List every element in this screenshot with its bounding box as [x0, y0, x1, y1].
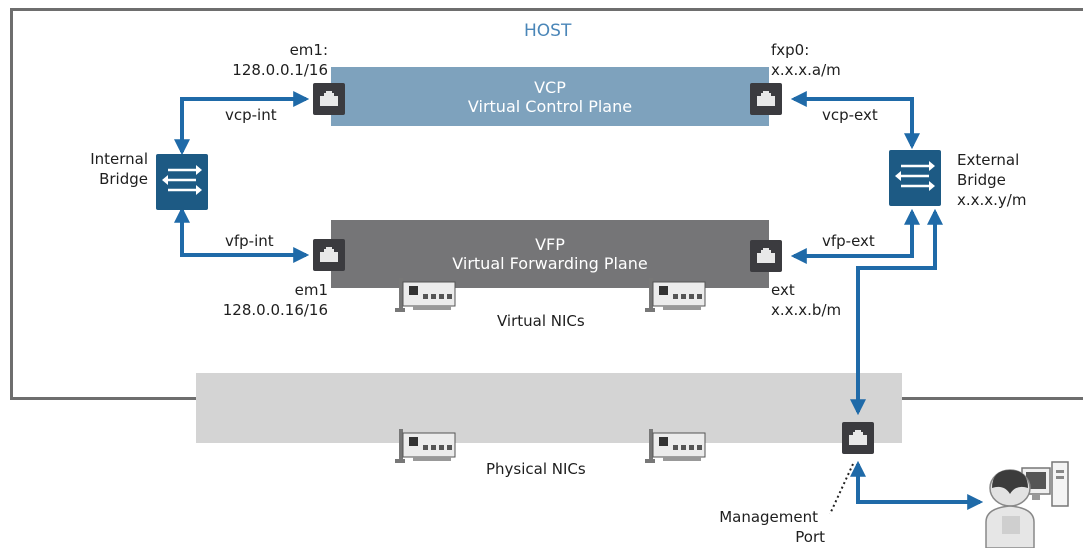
- vcp-em1-port: [313, 83, 345, 115]
- physical-nic-band: [196, 373, 902, 443]
- vfp-em1-name: em1: [294, 281, 328, 299]
- external-bridge: [889, 150, 941, 206]
- vfp-plane: VFP Virtual Forwarding Plane: [331, 220, 769, 288]
- vcp-ext-link: [790, 91, 920, 150]
- management-port-label-2: Port: [795, 528, 825, 546]
- user-workstation-icon: [985, 461, 1069, 548]
- vcp-fxp0-ip: x.x.x.a/m: [771, 61, 841, 79]
- virtual-nic-icon: [395, 278, 456, 312]
- physical-nics-label: Physical NICs: [486, 460, 586, 478]
- vcp-fxp0-name: fxp0:: [771, 41, 810, 59]
- ethernet-port-icon: [320, 247, 338, 262]
- vfp-title: VFP: [535, 235, 565, 254]
- management-port-label-1: Management: [719, 508, 818, 526]
- physical-nic-icon: [395, 429, 456, 463]
- physical-nic-icon: [645, 429, 706, 463]
- external-bridge-label-2: Bridge: [957, 171, 1006, 189]
- vfp-int-link: [174, 206, 310, 263]
- ethernet-port-icon: [320, 91, 338, 106]
- vfp-ext-label: vfp-ext: [822, 232, 875, 250]
- vcp-int-label: vcp-int: [225, 106, 277, 124]
- vcp-fxp0-port: [750, 83, 782, 115]
- management-port: [842, 422, 874, 454]
- switch-arrows-icon: [895, 161, 935, 191]
- mgmt-uplink: [850, 208, 943, 416]
- vfp-subtitle: Virtual Forwarding Plane: [452, 254, 648, 273]
- vcp-int-link: [174, 91, 310, 156]
- vfp-ext-port: [750, 240, 782, 272]
- internal-bridge-label-2: Bridge: [99, 170, 148, 188]
- ethernet-port-icon: [849, 430, 867, 445]
- vcp-plane: VCP Virtual Control Plane: [331, 67, 769, 126]
- ethernet-port-icon: [757, 248, 775, 263]
- vcp-ext-label: vcp-ext: [822, 106, 878, 124]
- vfp-em1-ip: 128.0.0.16/16: [222, 301, 328, 319]
- virtual-nics-label: Virtual NICs: [497, 312, 585, 330]
- vfp-ext-ip: x.x.x.b/m: [771, 301, 842, 319]
- mgmt-pointer: [829, 463, 854, 515]
- vfp-int-label: vfp-int: [225, 232, 274, 250]
- host-title: HOST: [524, 21, 572, 41]
- switch-arrows-icon: [162, 165, 202, 195]
- internal-bridge: [156, 154, 208, 210]
- vcp-em1-name: em1:: [289, 41, 328, 59]
- vcp-title: VCP: [534, 77, 566, 97]
- external-bridge-ip: x.x.x.y/m: [957, 191, 1027, 209]
- mgmt-user-link: [850, 460, 984, 510]
- internal-bridge-label-1: Internal: [90, 150, 148, 168]
- vfp-em1-port: [313, 239, 345, 271]
- external-bridge-label-1: External: [957, 151, 1020, 169]
- vcp-em1-ip: 128.0.0.1/16: [232, 61, 328, 79]
- vcp-subtitle: Virtual Control Plane: [467, 96, 633, 116]
- virtual-nic-icon: [645, 278, 706, 312]
- ethernet-port-icon: [757, 91, 775, 106]
- vfp-ext-name: ext: [771, 281, 795, 299]
